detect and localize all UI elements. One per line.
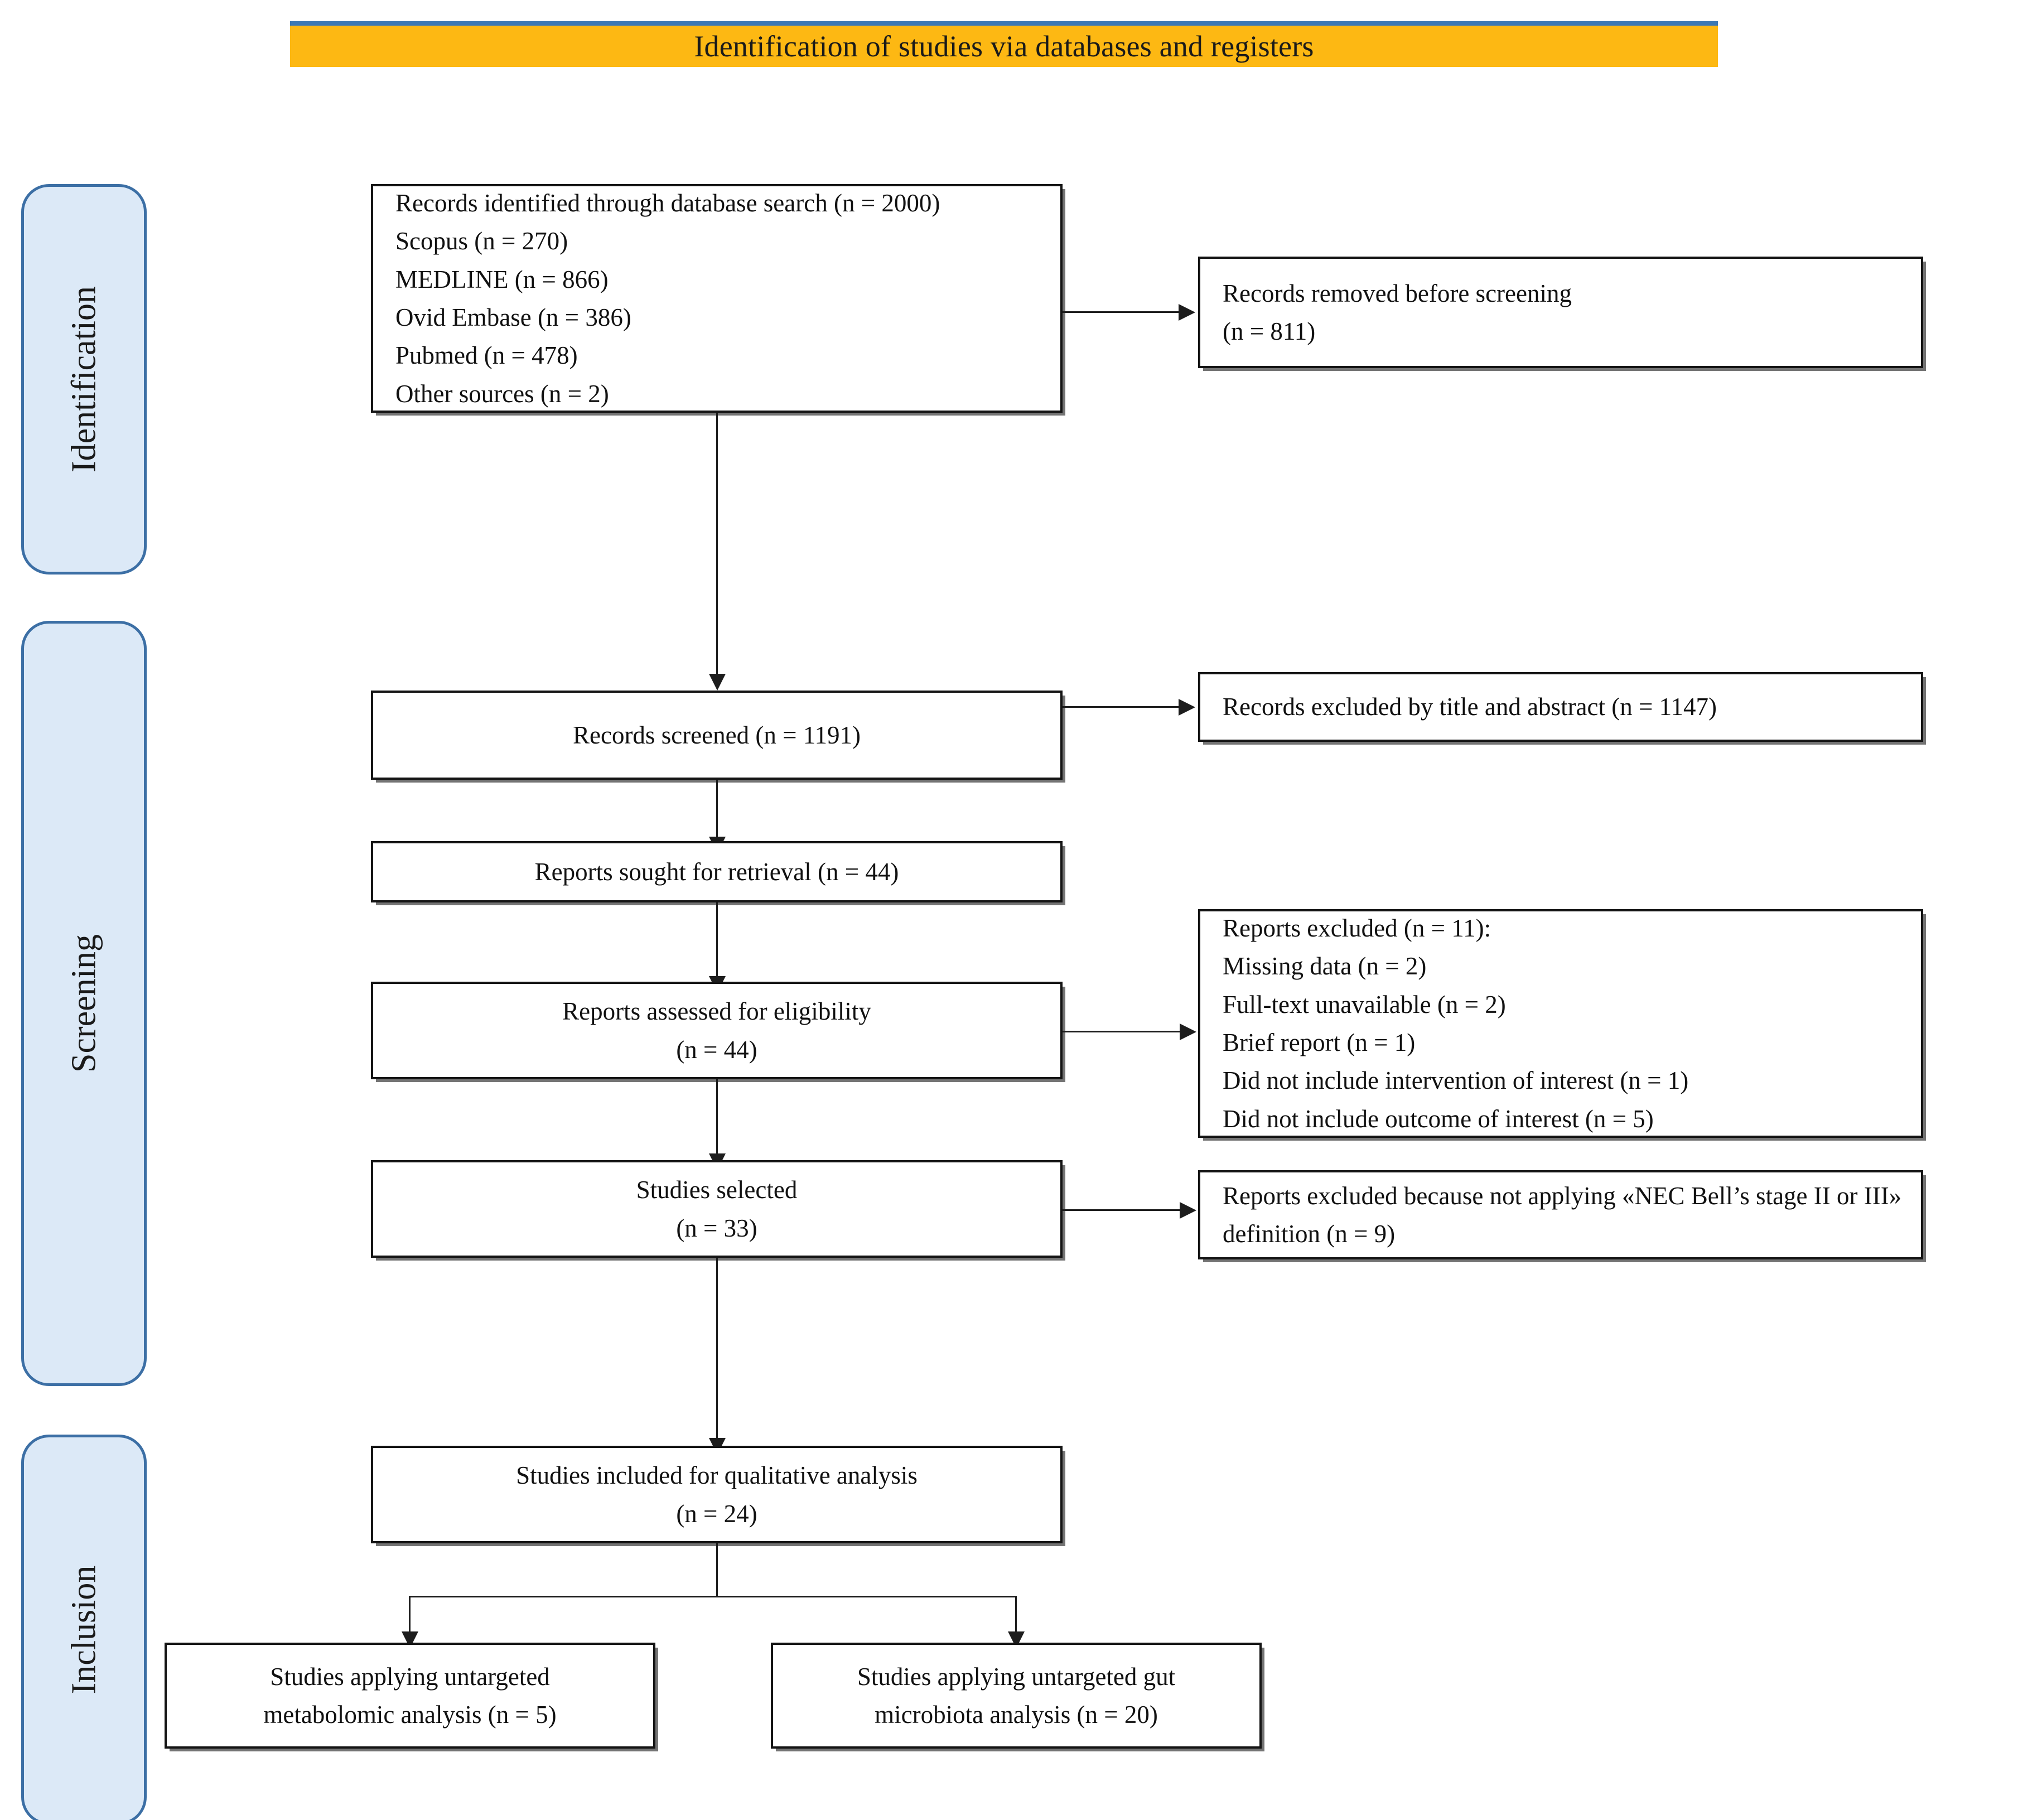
connector-selected-to-excluded-nec bbox=[1063, 1209, 1181, 1211]
arrowhead-selected-to-excluded-nec bbox=[1180, 1202, 1196, 1219]
node-reports-sought-line-1: Reports sought for retrieval (n = 44) bbox=[534, 857, 899, 886]
node-studies-microbiota-line-1: Studies applying untargeted gut bbox=[857, 1662, 1176, 1691]
connector-included-split-bar bbox=[409, 1596, 1017, 1597]
node-reports-excluded-line-1: Reports excluded (n = 11): bbox=[1223, 914, 1491, 942]
node-reports-assessed-line-1: Reports assessed for eligibility bbox=[562, 997, 871, 1026]
node-records-identified-line-5: Pubmed (n = 478) bbox=[395, 341, 578, 370]
node-records-removed: Records removed before screening (n = 81… bbox=[1198, 257, 1923, 368]
phase-label-inclusion: Inclusion bbox=[21, 1435, 147, 1820]
node-studies-microbiota-line-2: microbiota analysis (n = 20) bbox=[875, 1701, 1158, 1729]
node-studies-selected: Studies selected (n = 33) bbox=[371, 1160, 1063, 1258]
arrowhead-identified-to-removed bbox=[1179, 304, 1195, 321]
connector-identified-to-screened bbox=[716, 413, 718, 680]
connector-screened-to-excluded-title bbox=[1063, 706, 1180, 708]
node-records-identified: Records identified through database sear… bbox=[371, 184, 1063, 413]
phase-label-inclusion-text: Inclusion bbox=[65, 1565, 103, 1695]
node-studies-selected-line-2: (n = 33) bbox=[676, 1214, 757, 1242]
node-reports-excluded-nec-definition: Reports excluded because not applying «N… bbox=[1198, 1170, 1923, 1259]
node-reports-excluded-line-6: Did not include outcome of interest (n =… bbox=[1223, 1104, 1654, 1133]
node-records-screened-line-1: Records screened (n = 1191) bbox=[572, 721, 861, 749]
phase-label-identification-text: Identification bbox=[65, 286, 103, 472]
node-records-identified-line-6: Other sources (n = 2) bbox=[395, 379, 609, 408]
node-reports-assessed: Reports assessed for eligibility (n = 44… bbox=[371, 982, 1063, 1079]
connector-included-to-microbiota bbox=[1015, 1596, 1017, 1638]
connector-included-split-stem bbox=[716, 1543, 718, 1597]
node-studies-metabolomic-line-2: metabolomic analysis (n = 5) bbox=[263, 1701, 557, 1729]
node-reports-excluded-nec-definition-line-1: Reports excluded because not applying «N… bbox=[1223, 1181, 1902, 1248]
node-studies-microbiota: Studies applying untargeted gut microbio… bbox=[771, 1643, 1262, 1749]
connector-assessed-to-excluded-reports bbox=[1063, 1031, 1181, 1032]
connector-sought-to-assessed bbox=[716, 902, 718, 983]
node-records-excluded-title-abstract-line-1: Records excluded by title and abstract (… bbox=[1223, 693, 1717, 721]
node-studies-included-line-1: Studies included for qualitative analysi… bbox=[516, 1461, 918, 1490]
node-reports-excluded: Reports excluded (n = 11): Missing data … bbox=[1198, 909, 1923, 1138]
node-reports-excluded-line-5: Did not include intervention of interest… bbox=[1223, 1066, 1689, 1095]
connector-included-to-metabolomic bbox=[409, 1596, 411, 1638]
node-records-excluded-title-abstract: Records excluded by title and abstract (… bbox=[1198, 672, 1923, 742]
node-reports-excluded-line-3: Full-text unavailable (n = 2) bbox=[1223, 990, 1506, 1018]
node-records-identified-line-4: Ovid Embase (n = 386) bbox=[395, 303, 631, 331]
node-reports-assessed-line-2: (n = 44) bbox=[676, 1035, 757, 1064]
node-records-identified-line-3: MEDLINE (n = 866) bbox=[395, 265, 609, 293]
node-reports-sought: Reports sought for retrieval (n = 44) bbox=[371, 841, 1063, 902]
phase-label-identification: Identification bbox=[21, 184, 147, 575]
node-reports-excluded-line-2: Missing data (n = 2) bbox=[1223, 952, 1427, 981]
connector-screened-to-sought bbox=[716, 780, 718, 844]
node-studies-metabolomic-line-1: Studies applying untargeted bbox=[270, 1662, 550, 1691]
node-studies-included-line-2: (n = 24) bbox=[676, 1499, 757, 1528]
connector-assessed-to-selected bbox=[716, 1079, 718, 1160]
arrowhead-assessed-to-excluded-reports bbox=[1180, 1024, 1196, 1040]
diagram-header-banner: Identification of studies via databases … bbox=[290, 21, 1718, 67]
node-studies-included: Studies included for qualitative analysi… bbox=[371, 1446, 1063, 1543]
node-studies-metabolomic: Studies applying untargeted metabolomic … bbox=[165, 1643, 655, 1749]
diagram-title: Identification of studies via databases … bbox=[694, 30, 1314, 63]
node-records-screened: Records screened (n = 1191) bbox=[371, 691, 1063, 780]
node-records-identified-line-2: Scopus (n = 270) bbox=[395, 227, 568, 255]
connector-selected-to-included bbox=[716, 1258, 718, 1445]
node-studies-selected-line-1: Studies selected bbox=[636, 1176, 798, 1204]
node-records-removed-line-2: (n = 811) bbox=[1223, 317, 1316, 345]
phase-label-screening: Screening bbox=[21, 621, 147, 1386]
phase-label-screening-text: Screening bbox=[65, 934, 103, 1073]
node-records-identified-line-1: Records identified through database sear… bbox=[395, 189, 940, 217]
connector-identified-to-removed bbox=[1063, 311, 1180, 313]
arrowhead-identified-to-screened bbox=[709, 674, 726, 691]
node-reports-excluded-line-4: Brief report (n = 1) bbox=[1223, 1029, 1416, 1056]
node-records-removed-line-1: Records removed before screening bbox=[1223, 279, 1572, 307]
arrowhead-screened-to-excluded-title bbox=[1179, 699, 1195, 716]
